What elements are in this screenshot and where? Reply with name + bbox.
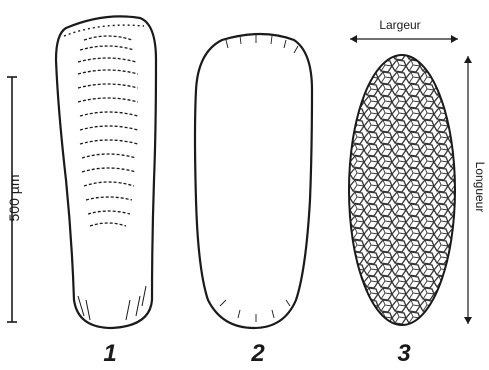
seed-3-drawing — [348, 54, 458, 326]
length-dimension-arrow — [464, 56, 472, 324]
width-label: Largeur — [360, 18, 440, 32]
figure-number-1: 1 — [90, 340, 130, 368]
width-dimension-arrow — [350, 35, 458, 43]
scale-bar-label: 500 µm — [6, 168, 22, 228]
figure-number-3: 3 — [384, 340, 424, 368]
seed-2-drawing — [195, 34, 312, 328]
figure-number-2: 2 — [238, 340, 278, 368]
length-label: Longueur — [473, 147, 487, 227]
seed-1-drawing — [56, 16, 156, 328]
